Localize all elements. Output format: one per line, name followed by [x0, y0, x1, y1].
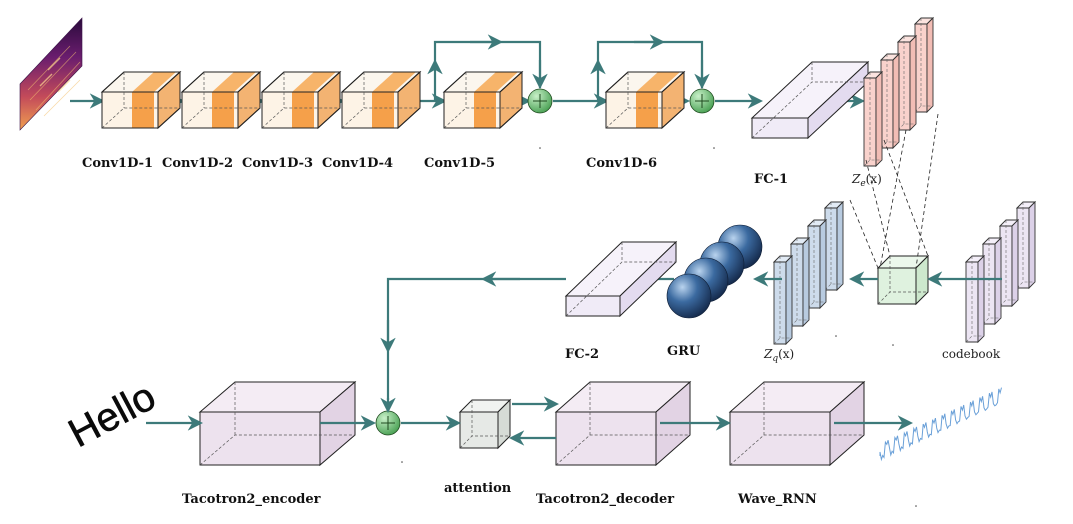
- attention-cube: [458, 398, 512, 450]
- fc2-layer: [564, 240, 678, 318]
- zq-feature-maps: [772, 200, 845, 346]
- label-fc1: FC-1: [754, 172, 788, 187]
- label-decoder: Tacotron2_decoder: [536, 492, 674, 507]
- encoder-box: [198, 380, 357, 467]
- label-fc2: FC-2: [565, 347, 599, 362]
- waveform-output: [879, 387, 1002, 462]
- label-conv5: Conv1D-5: [424, 156, 495, 171]
- label-ze: Ze(x): [851, 172, 882, 189]
- conv-block-5: [442, 70, 524, 130]
- label-zq: Zq(x): [763, 347, 794, 364]
- quantizer-cube: [876, 254, 930, 306]
- zq-slab-3: [806, 218, 828, 310]
- label-conv6: Conv1D-6: [586, 156, 657, 171]
- hello-input-image: Hello: [61, 374, 163, 456]
- label-conv2: Conv1D-2: [162, 156, 233, 171]
- ze-slab-3: [896, 34, 918, 132]
- label-conv4: Conv1D-4: [322, 156, 393, 171]
- ze-feature-maps: [862, 16, 935, 168]
- cb-slab-1: [964, 254, 986, 344]
- label-conv1: Conv1D-1: [82, 156, 153, 171]
- conv-block-1: [100, 70, 182, 130]
- conv-block-4: [340, 70, 422, 130]
- spectrogram-image: [19, 17, 83, 131]
- gru-spheres: [666, 224, 763, 319]
- cb-slab-4: [1015, 200, 1037, 290]
- ze-slab-4: [913, 16, 935, 114]
- label-encoder: Tacotron2_encoder: [182, 492, 321, 507]
- conv-block-2: [180, 70, 262, 130]
- label-codebook: codebook: [942, 347, 1001, 361]
- label-gru: GRU: [667, 344, 701, 359]
- bottom-flow-lines: [146, 396, 914, 446]
- label-attention: attention: [444, 481, 512, 496]
- zq-slab-4: [823, 200, 845, 292]
- label-wavernn: Wave_RNN: [737, 492, 817, 507]
- conv-block-3: [260, 70, 342, 130]
- zq-slab-1: [772, 254, 794, 346]
- conv-block-6: [604, 70, 686, 130]
- cb-slab-3: [998, 218, 1020, 308]
- label-conv3: Conv1D-3: [242, 156, 313, 171]
- ze-slab-2: [879, 52, 901, 150]
- projection-dashes: [849, 113, 939, 269]
- sum-node-3: [375, 410, 401, 436]
- hello-text: Hello: [62, 374, 163, 456]
- stray-dots: [401, 147, 917, 507]
- sum-node-2: [689, 88, 715, 114]
- cb-slab-2: [981, 236, 1003, 326]
- zq-slab-2: [789, 236, 811, 328]
- sum-node-1: [527, 88, 553, 114]
- ze-slab-1: [862, 70, 884, 168]
- codebook-stack: [964, 200, 1037, 344]
- conv-blocks: [100, 70, 686, 130]
- fc1-layer: [750, 60, 870, 140]
